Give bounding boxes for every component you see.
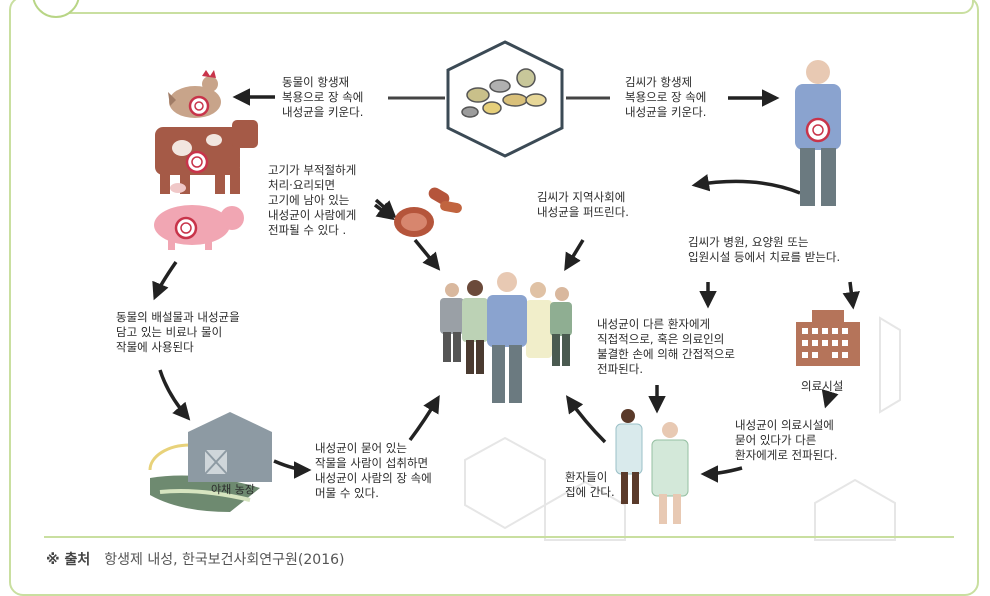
hospital-building-icon xyxy=(796,310,860,366)
background-hexagons xyxy=(464,316,901,541)
pig-icon xyxy=(154,205,244,250)
label-manure: 동물의 배설물과 내성균을 담고 있는 비료나 물이 작물에 사용된다 xyxy=(116,310,240,354)
divider xyxy=(44,536,954,538)
source-citation: ※ 출처 항생제 내성, 한국보건사회연구원(2016) xyxy=(46,549,344,569)
label-farm: 야채 농장 xyxy=(211,483,255,496)
meat-icon xyxy=(394,187,462,237)
label-facility-spread: 내성균이 의료시설에 묻어 있다가 다른 환자에게로 전파된다. xyxy=(735,418,838,462)
farm-barn-icon xyxy=(148,412,272,512)
source-text: 항생제 내성, 한국보건사회연구원(2016) xyxy=(104,552,345,568)
cow-icon xyxy=(155,120,258,194)
kim-person-icon xyxy=(795,60,841,206)
label-facility: 의료시설 xyxy=(801,379,844,393)
patients-icon xyxy=(615,409,689,524)
source-prefix: ※ 출처 xyxy=(46,552,91,568)
label-crops: 내성균이 묻어 있는 작물을 사람이 섭취하면 내성균이 사람의 장 속에 머물… xyxy=(315,441,432,500)
label-animal-antibiotics: 동물이 항생재 복용으로 장 속에 내성균을 키운다. xyxy=(282,75,364,119)
label-meat-spread: 고기가 부적절하게 처리·요리되면 고기에 남아 있는 내성균이 사람에게 전파… xyxy=(268,163,357,237)
antibiotics-hexagon-icon xyxy=(446,40,564,158)
label-patient-spread: 내성균이 다른 환자에게 직접적으로, 혹은 의료인의 불결한 손에 의해 간접… xyxy=(597,317,735,376)
flow-arrows xyxy=(152,88,860,483)
label-kim-hospital: 김씨가 병원, 요양원 또는 입원시설 등에서 치료를 받는다. xyxy=(688,235,841,264)
chicken-icon xyxy=(168,70,221,118)
label-kim-antibiotics: 김씨가 항생제 복용으로 장 속에 내성균을 키운다. xyxy=(625,75,707,119)
community-crowd-icon xyxy=(440,272,572,403)
label-patients-home: 환자들이 집에 간다. xyxy=(565,470,615,499)
label-kim-community: 김씨가 지역사회에 내성균을 퍼뜨린다. xyxy=(537,190,629,219)
